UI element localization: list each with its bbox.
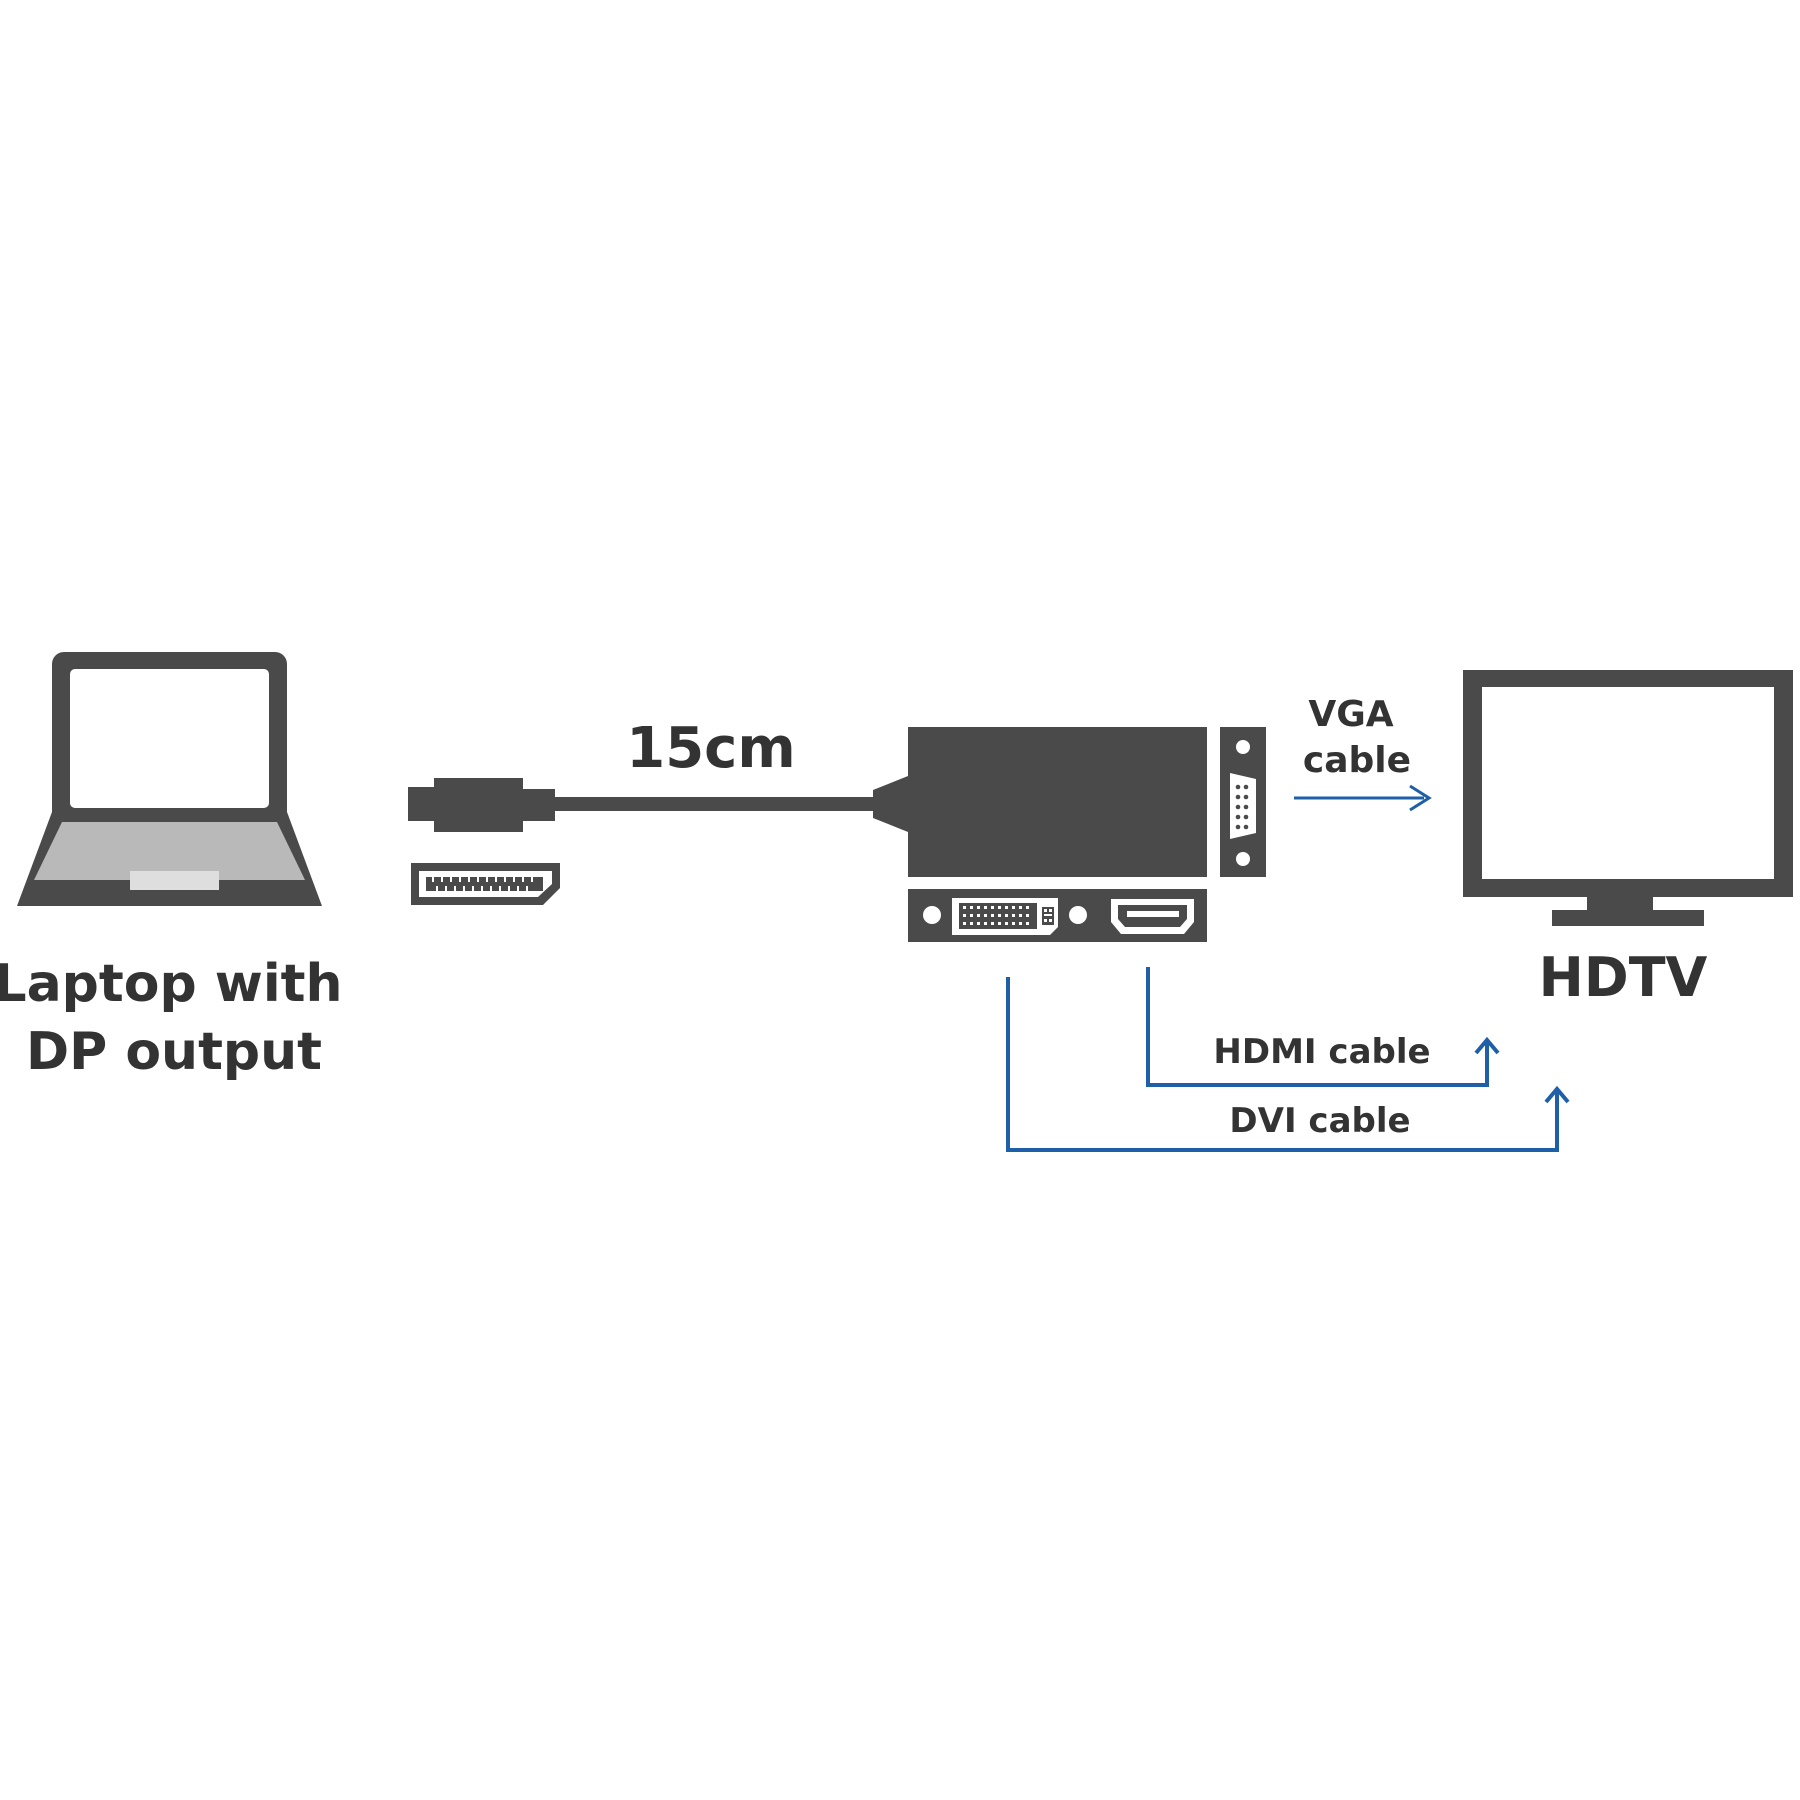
- vga-arrow: [1294, 784, 1432, 812]
- laptop-label-line2: DP output: [26, 1022, 322, 1082]
- cable-length-label: 15cm: [626, 716, 795, 781]
- laptop-icon: [17, 652, 322, 906]
- dvi-cable-label: DVI cable: [1229, 1101, 1410, 1141]
- hdtv-icon: [1463, 670, 1793, 926]
- hdmi-arrow: [1146, 967, 1500, 1087]
- vga-cable-label-line1: VGA: [1308, 694, 1393, 735]
- displayport-port-icon: [411, 863, 560, 905]
- adapter-icon: [873, 727, 1207, 877]
- vga-cable-label-line2: cable: [1303, 740, 1411, 781]
- vga-port-icon: [1220, 727, 1266, 877]
- displayport-plug-icon: [408, 778, 883, 832]
- dvi-arrow: [1006, 977, 1570, 1152]
- hdmi-cable-label: HDMI cable: [1213, 1032, 1430, 1072]
- dvi-port-icon: [923, 898, 1087, 935]
- hdtv-label: HDTV: [1539, 946, 1708, 1009]
- hdmi-port-icon: [1111, 899, 1194, 934]
- laptop-label-line1: Laptop with: [0, 954, 343, 1014]
